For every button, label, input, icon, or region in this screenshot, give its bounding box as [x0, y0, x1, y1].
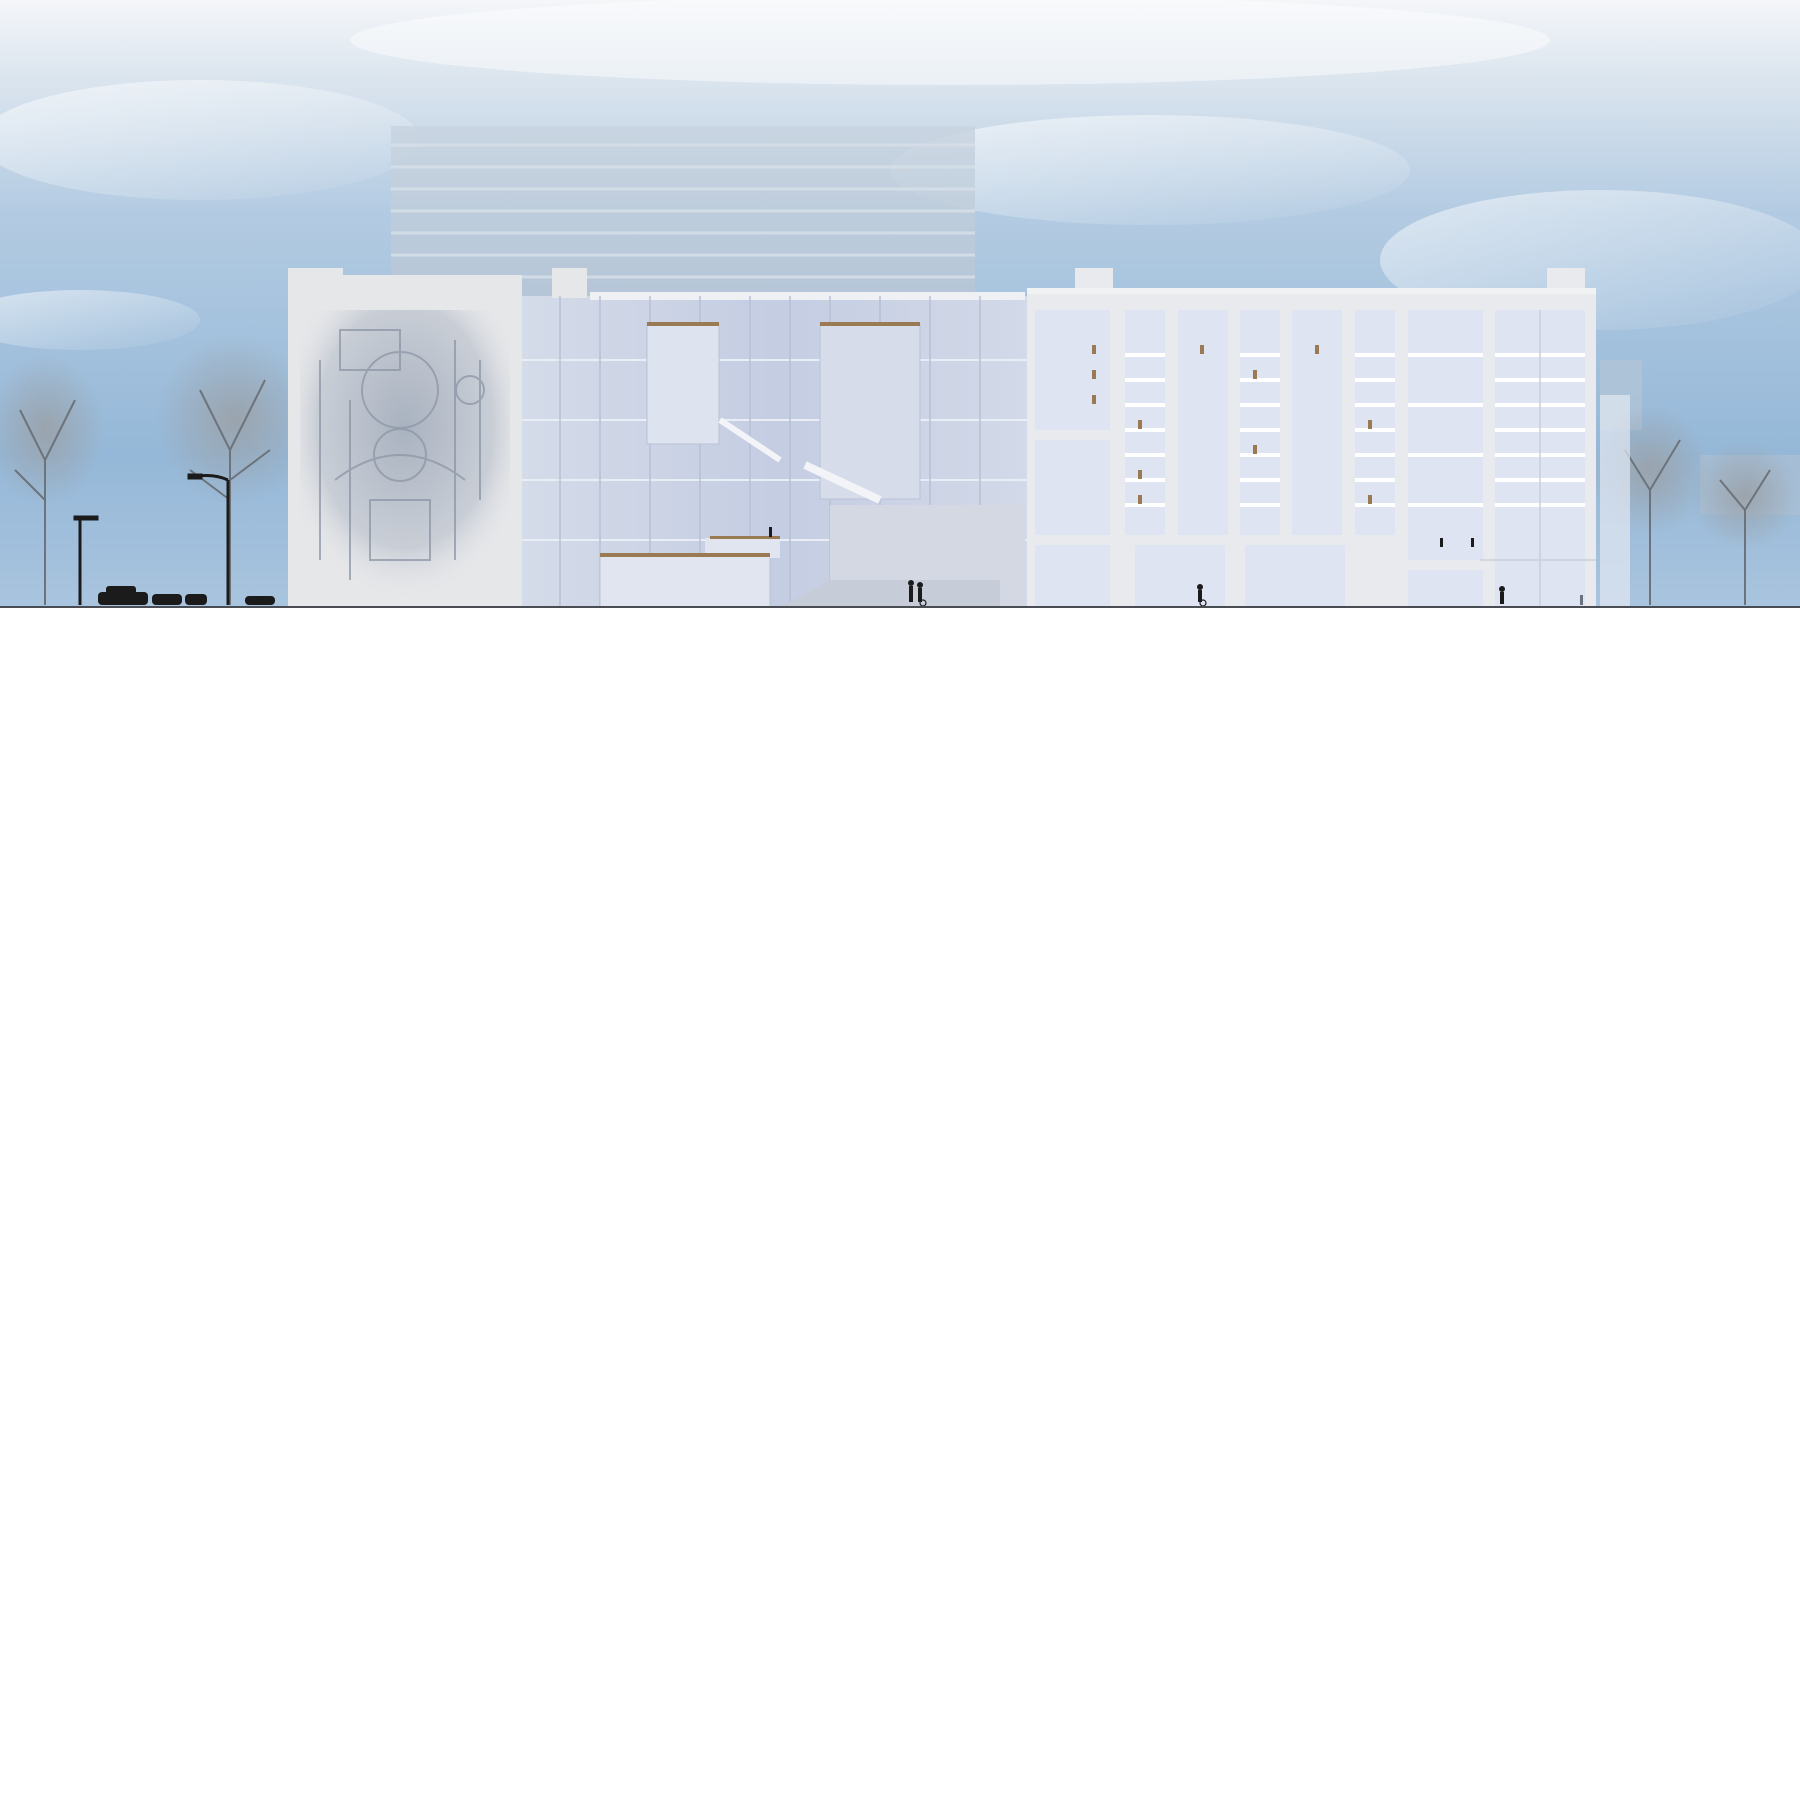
right-residential-block	[1027, 268, 1596, 607]
trees-right	[1590, 395, 1800, 607]
people-silhouettes	[769, 527, 1583, 607]
elevation-drawing	[0, 0, 1800, 608]
left-mural-block	[288, 268, 522, 607]
clouds	[0, 0, 1800, 350]
trees-left	[0, 335, 315, 605]
parked-cars	[98, 586, 275, 605]
street-lamps	[73, 473, 230, 605]
ground-line	[0, 606, 1800, 608]
center-glass-atrium	[522, 268, 1027, 608]
blank-canvas-area	[0, 610, 1800, 1800]
